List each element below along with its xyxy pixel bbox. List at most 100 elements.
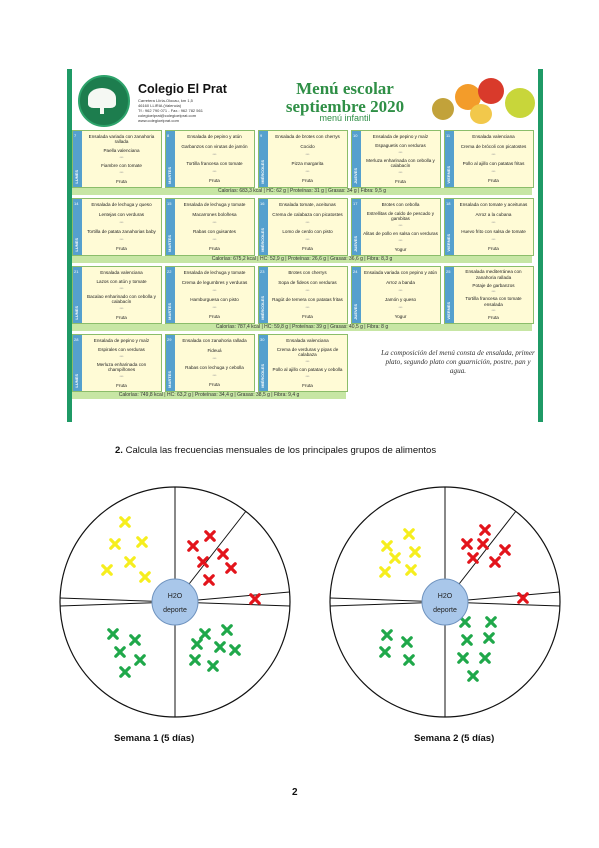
food-mark-icon xyxy=(119,666,131,678)
dish-item: Merluza enharinada con cebolla y calabac… xyxy=(366,158,435,169)
dish-item: Cocido xyxy=(300,143,315,149)
day-number: 21 xyxy=(74,269,79,274)
dish-separator: *** xyxy=(491,289,496,294)
day-number: 25 xyxy=(446,269,451,274)
exercise-question: 2. Calcula las frecuencias mensuales de … xyxy=(115,445,436,456)
dish-item: Fruta xyxy=(209,314,220,320)
food-mark-icon xyxy=(221,624,233,636)
day-name: VIERNES xyxy=(446,234,451,252)
wheel-center-circle xyxy=(421,578,469,626)
dish-item: Crema de brócoli con picatostes xyxy=(460,143,527,149)
dish-item: Pollo al ajillo con patatas fritas xyxy=(462,161,525,167)
dish-separator: *** xyxy=(119,155,124,160)
dish-item: Estrellitas de caldo de pescado y gambit… xyxy=(366,210,435,222)
dish-item: Tortilla de patata zanahorias baby xyxy=(87,229,156,235)
nutrition-summary-bar: Calorías: 787,4 kcal | HC: 59,8 g | Prot… xyxy=(72,324,532,331)
dish-item: Ensalada de pepino y maíz xyxy=(93,337,150,343)
dish-separator: *** xyxy=(398,305,403,310)
dish-item: Pizza margarita xyxy=(291,161,324,167)
food-mark-icon xyxy=(485,616,497,628)
dish-item: Crema de legumbres y verduras xyxy=(181,279,248,285)
poster-left-border xyxy=(67,69,72,422)
day-name: MARTES xyxy=(167,235,172,252)
day-name: JUEVES xyxy=(353,236,358,252)
dish-separator: *** xyxy=(305,305,310,310)
dish-separator: *** xyxy=(119,307,124,312)
wheel-center-sport: deporte xyxy=(433,607,457,614)
day-number: 9 xyxy=(260,133,263,138)
dish-item: Huevo frito con salsa de tomate xyxy=(461,229,526,235)
food-mark-icon xyxy=(479,652,491,664)
day-name: MIÉRCOLES xyxy=(260,296,265,320)
address-line: Tf.: 962 790 071 - Fax.: 962 782 561 xyxy=(138,108,203,113)
dish-item: Arroz a la cubana xyxy=(475,211,512,217)
green-apple-icon xyxy=(505,88,535,118)
food-mark-icon xyxy=(461,634,473,646)
dish-item: Fruta xyxy=(302,382,313,388)
dish-separator: *** xyxy=(305,237,310,242)
menu-subtitle: menú infantil xyxy=(319,113,371,123)
dish-item: Fruta xyxy=(488,315,499,321)
day-number: 15 xyxy=(167,201,172,206)
food-mark-icon xyxy=(403,528,415,540)
food-mark-icon xyxy=(129,634,141,646)
day-name: LUNES xyxy=(74,238,79,252)
food-mark-icon xyxy=(389,552,401,564)
dish-item: Fruta xyxy=(302,178,313,184)
dish-item: Paella valenciana xyxy=(103,148,140,154)
dish-item: Ensalada de brotes con cherrys xyxy=(275,134,340,140)
dish-item: Lazos con atún y tomate xyxy=(96,278,147,284)
address-line: www.colegioelprat.com xyxy=(138,118,179,123)
dish-separator: *** xyxy=(305,359,310,364)
dish-item: Crema de calabaza con picatostes xyxy=(272,211,343,217)
nutrition-summary-bar: Calorías: 675,2 kcal | HC: 52,9 g | Prot… xyxy=(72,256,532,263)
food-mark-icon xyxy=(457,652,469,664)
food-mark-icon xyxy=(379,646,391,658)
food-mark-icon xyxy=(101,564,113,576)
day-name: MARTES xyxy=(167,303,172,320)
address-line: Carretera Llíria-Olocau, km 1,5 xyxy=(138,98,193,103)
wheel-center-water: H2O xyxy=(438,593,453,600)
dish-item: Fruta xyxy=(116,382,127,388)
dish-item: Jamón y queso xyxy=(384,297,417,303)
food-mark-icon xyxy=(203,574,215,586)
dish-separator: *** xyxy=(491,220,496,225)
day-name: MIÉRCOLES xyxy=(260,228,265,252)
day-name: VIERNES xyxy=(446,302,451,320)
dish-item: Ensalada de lechuga y queso xyxy=(91,202,152,208)
menu-title-line2: septiembre 2020 xyxy=(285,97,405,116)
food-mark-icon xyxy=(401,636,413,648)
food-mark-icon xyxy=(461,538,473,550)
dish-item: Crema de verduras y pipas de calabaza xyxy=(276,346,339,358)
dish-item: Garbanzos con virutas de jamón xyxy=(181,143,248,149)
dish-separator: *** xyxy=(398,150,403,155)
dish-item: Bacalao enharinado con cebolla y calabac… xyxy=(87,294,156,305)
food-mark-icon xyxy=(379,566,391,578)
food-mark-icon xyxy=(403,654,415,666)
dish-item: Ensalada de pepino y atún xyxy=(187,134,242,140)
day-number: 17 xyxy=(353,201,358,206)
food-mark-icon xyxy=(483,632,495,644)
food-mark-icon xyxy=(229,644,241,656)
nutrition-summary-bar: Calorías: 749,8 kcal | HC: 63,2 g | Prot… xyxy=(72,392,346,399)
food-mark-icon xyxy=(477,538,489,550)
dish-separator: *** xyxy=(305,152,310,157)
